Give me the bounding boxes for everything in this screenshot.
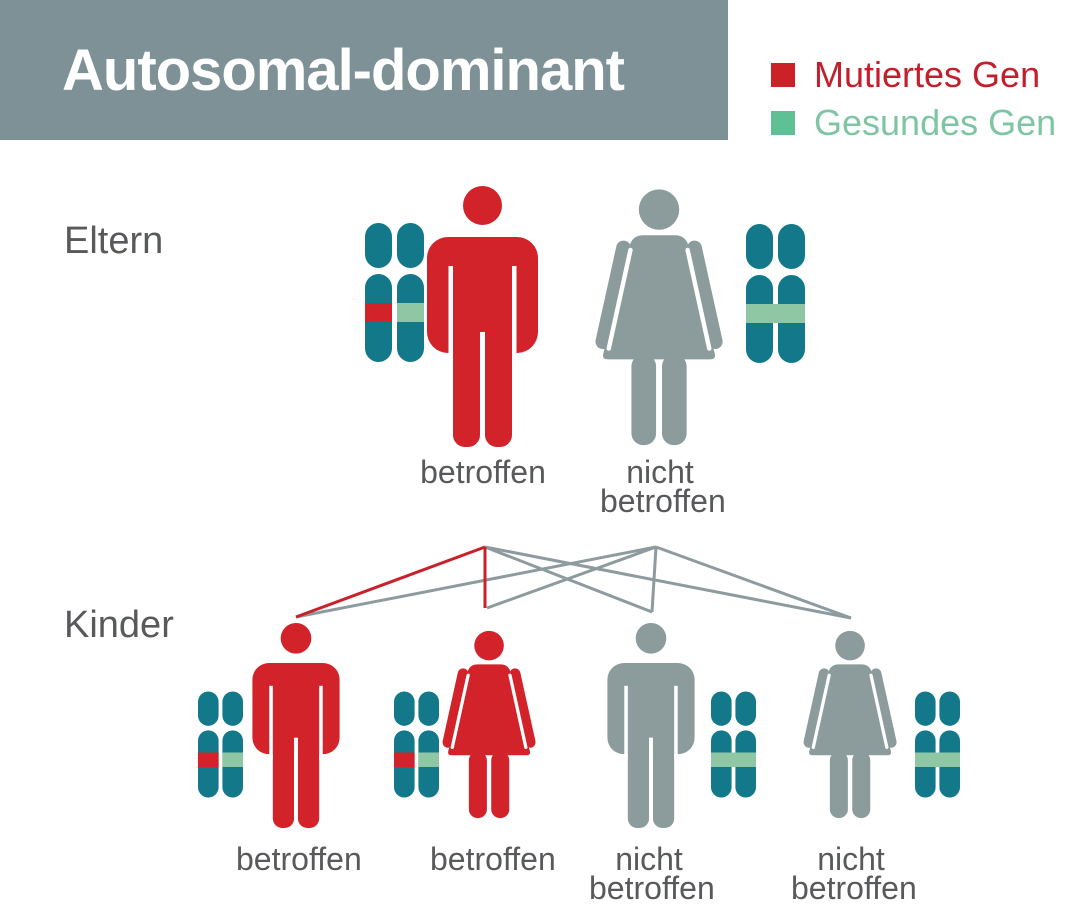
page-title: Autosomal-dominant [62,37,625,103]
chromosome-pair-icon-child2 [394,691,439,798]
healthy-gene-band [711,752,756,767]
legend-item-mutated-gene: Mutiertes Gen [771,57,1056,93]
mutated-gene-band [365,303,392,322]
status-label-child3: nicht betroffen [589,841,715,906]
chromosome-pair-icon-child1 [198,691,243,798]
chromosome-pair-icon-child4 [915,691,960,798]
healthy-gene-band [222,752,243,767]
legend-label-mutated: Mutiertes Gen [814,54,1041,95]
healthy-gene-band [397,303,424,322]
status-label-child4: nicht betroffen [791,841,917,906]
male-figure-icon-child3 [607,623,695,828]
status-label-child1: betroffen [236,841,362,877]
male-figure-icon-father [427,186,538,447]
status-label-mother: nicht betroffen [600,454,726,519]
mutated-gene-band [198,752,219,767]
line-mother-child1 [295,545,657,619]
female-figure-icon-mother [595,189,723,446]
line-mother-child3 [650,546,658,613]
healthy-gene-swatch-icon [771,111,795,135]
legend-label-healthy: Gesundes Gen [814,102,1057,143]
female-figure-icon-child2 [442,630,536,819]
chromosome-pair-icon-father [365,223,424,362]
section-label-parents: Eltern [64,220,164,262]
status-label-child2: betroffen [430,841,556,877]
healthy-gene-band [746,304,805,323]
line-father-child1 [295,545,486,619]
male-figure-icon-child1 [252,623,340,828]
line-father-child3 [484,545,653,614]
mutated-gene-band [394,752,415,767]
legend-item-healthy-gene: Gesundes Gen [771,105,1056,141]
section-label-children: Kinder [64,604,174,646]
healthy-gene-band [915,752,960,767]
chromosome-pair-icon-child3 [711,691,756,798]
line-father-child4 [484,545,852,620]
legend: Mutiertes Gen Gesundes Gen [771,57,1056,159]
line-mother-child2 [486,545,657,610]
mutated-gene-swatch-icon [771,63,795,87]
healthy-gene-band [418,752,439,767]
female-figure-icon-child4 [803,630,897,819]
status-label-father: betroffen [420,454,546,490]
line-mother-child4 [655,545,852,620]
header-band: Autosomal-dominant [0,0,728,140]
chromosome-pair-icon-mother [746,224,805,363]
